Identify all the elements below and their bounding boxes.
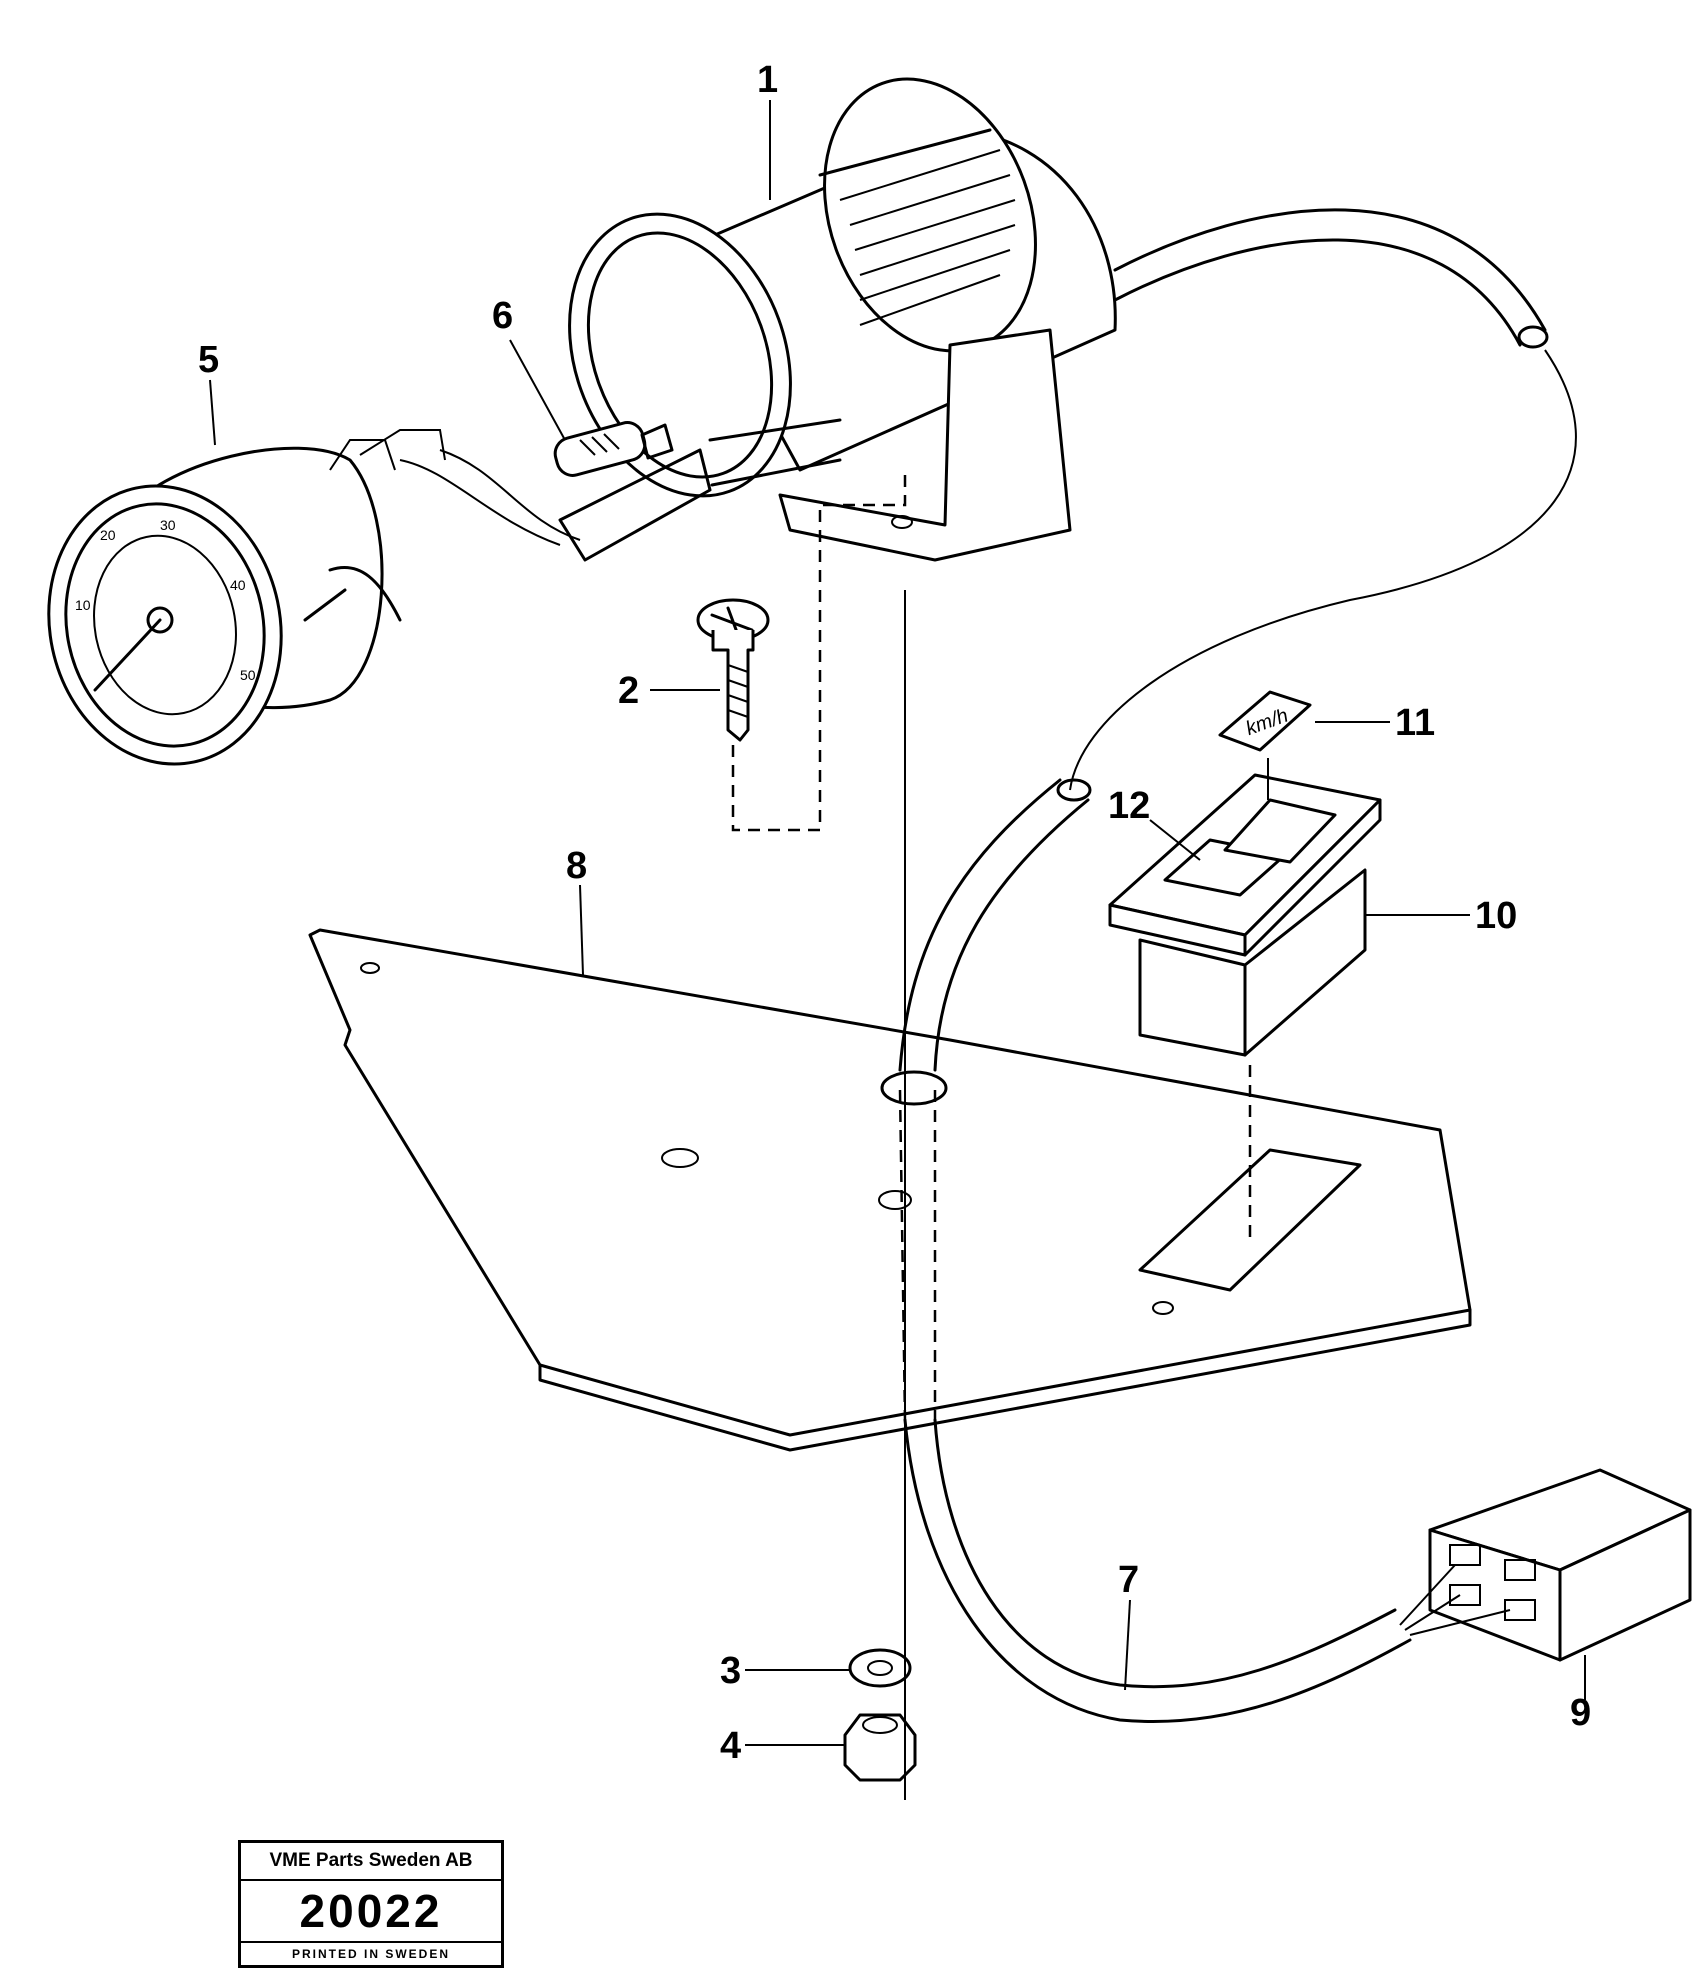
bulb [553,421,674,477]
callout-1: 1 [757,59,778,101]
screw [696,470,907,832]
sensor-cable [1069,208,1577,791]
callout-10: 10 [1475,895,1517,937]
washer [848,1648,912,1688]
callout-9: 9 [1570,1692,1591,1734]
gauge-tick-label: 40 [230,577,246,593]
callout-4: 4 [720,1725,741,1767]
gauge-tick-label: 10 [75,597,91,613]
callout-6: 6 [492,295,513,337]
callout-2: 2 [618,670,639,712]
sensor-housing [568,77,1117,562]
leader-lines [209,100,1586,1746]
mounting-plate [308,928,1472,1452]
wiring-harness [898,778,1412,1724]
callout-3: 3 [720,1650,741,1692]
connector [1399,1468,1692,1662]
stamp-number: 20022 [299,1885,443,1937]
callout-11: 11 [1395,702,1435,744]
gauge-tick-label: 30 [160,517,176,533]
callout-5: 5 [198,339,219,381]
gauge-tick-label: 20 [100,527,116,543]
callout-8: 8 [566,845,587,887]
knurled-cap [818,128,1016,326]
stamp-company: VME Parts Sweden AB [241,1843,501,1881]
gauge-tick-label: 50 [240,667,256,683]
nut [843,1713,917,1782]
speedometer: 10 20 30 40 50 [47,418,842,766]
callout-12: 12 [1108,785,1150,827]
parts-stamp: VME Parts Sweden AB 20022 PRINTED IN SWE… [238,1840,504,1968]
rocker-switch [1108,773,1382,1240]
rocker-key-upper [1223,798,1337,864]
callout-7: 7 [1118,1559,1139,1601]
stamp-printed: PRINTED IN SWEDEN [241,1941,501,1965]
